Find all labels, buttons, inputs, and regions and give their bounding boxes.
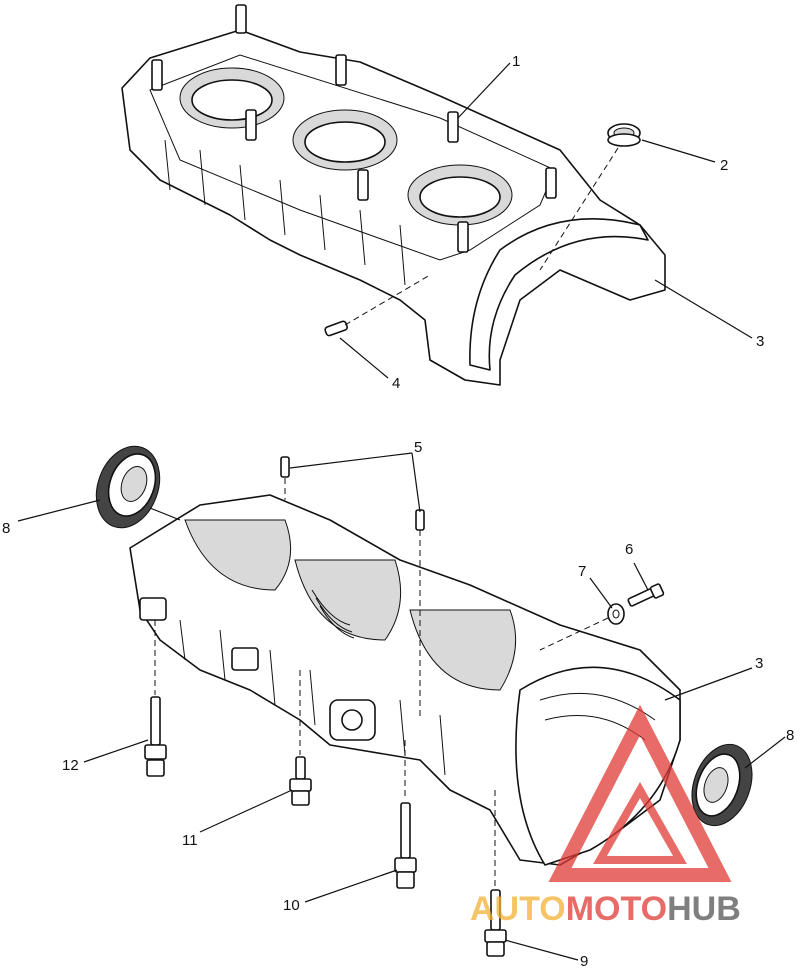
callout-7: 7 xyxy=(578,563,586,580)
callout-3-bottom: 3 xyxy=(755,655,763,672)
stud-nut-part-11 xyxy=(289,670,312,806)
callout-10: 10 xyxy=(283,897,300,914)
oil-seal-right-part-8 xyxy=(691,743,753,827)
leader-lines xyxy=(17,62,786,961)
stud-nut-part-12 xyxy=(144,620,167,777)
plug-part-2 xyxy=(607,123,641,147)
callout-9: 9 xyxy=(580,953,588,969)
callout-8-left: 8 xyxy=(2,520,10,537)
bolt-part-6 xyxy=(627,583,665,607)
oil-seal-left-part-8 xyxy=(95,445,161,529)
dowel-pins-part-5 xyxy=(280,456,425,531)
callout-5: 5 xyxy=(414,439,422,456)
automotohub-watermark: AUTOMOTOHUB xyxy=(470,704,741,928)
stud-nut-part-10 xyxy=(394,740,417,889)
upper-crankcase xyxy=(121,4,666,386)
callout-8-right: 8 xyxy=(786,727,794,744)
callout-11: 11 xyxy=(182,832,198,849)
callout-2: 2 xyxy=(720,157,728,174)
washer-part-7 xyxy=(607,603,625,625)
callout-3-top: 3 xyxy=(756,333,764,350)
callout-1: 1 xyxy=(512,53,520,70)
callout-12: 12 xyxy=(62,757,79,774)
watermark-text: AUTOMOTOHUB xyxy=(470,890,741,928)
pin-part-4 xyxy=(324,320,349,337)
callout-4: 4 xyxy=(392,375,400,392)
cylinder-studs xyxy=(151,4,557,253)
stud-nut-part-9 xyxy=(484,790,507,957)
callout-6: 6 xyxy=(625,541,633,558)
